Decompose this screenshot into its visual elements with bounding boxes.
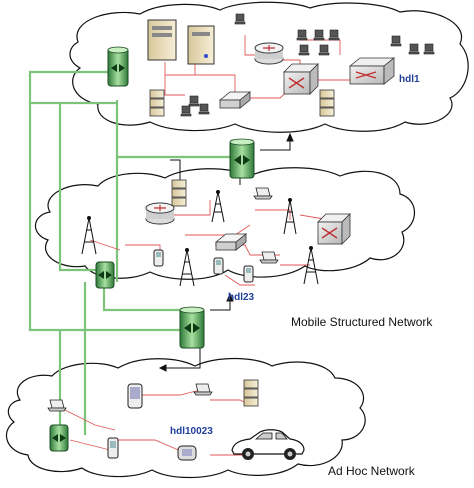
- car-icon: [231, 429, 305, 460]
- radio-tower-icon: [211, 190, 225, 223]
- phone-icon: [243, 265, 254, 283]
- workstation-icon: [198, 103, 210, 115]
- workstation-icon: [296, 29, 308, 41]
- pda-icon: [127, 383, 143, 409]
- radio-tower-icon: [283, 198, 297, 235]
- switch-icon: [317, 213, 351, 245]
- workstation-icon: [313, 29, 325, 41]
- cloud-middle: [34, 167, 416, 280]
- server-stack-icon: [319, 89, 335, 117]
- workstation-icon: [234, 13, 246, 25]
- router-icon: [254, 42, 284, 65]
- green-router-icon: [107, 46, 129, 87]
- workstation-icon: [298, 44, 310, 56]
- laptop-icon: [47, 399, 67, 412]
- node-label-hdl1: hdl1: [399, 74, 420, 85]
- node-label-hdl10023: hdl10023: [170, 426, 213, 437]
- green-router-icon: [95, 261, 115, 289]
- label-ad-hoc-network: Ad Hoc Network: [328, 464, 416, 478]
- workstation-icon: [423, 43, 435, 55]
- workstation-icon: [188, 95, 200, 107]
- red-links: [64, 35, 371, 456]
- node-label-hdl23: hdl23: [228, 292, 255, 303]
- green-router-icon: [49, 424, 69, 452]
- laptop-icon: [193, 383, 213, 396]
- server-stack-icon: [243, 379, 259, 407]
- workstation-icon: [328, 29, 340, 41]
- laptop-icon: [259, 251, 279, 264]
- server-tower-icon: [147, 19, 177, 61]
- phone-icon: [107, 437, 119, 459]
- server-stack-icon: [171, 179, 187, 207]
- hub-icon: [214, 233, 248, 251]
- phone-icon: [213, 257, 224, 275]
- workstation-icon: [318, 44, 330, 56]
- green-router-icon: [179, 306, 205, 349]
- laptop-icon: [253, 187, 273, 200]
- workstation-icon: [180, 105, 192, 117]
- radio-tower-icon: [303, 246, 319, 285]
- cloud-top: [69, 1, 469, 133]
- radio-tower-icon: [179, 248, 195, 287]
- server-stack-icon: [149, 89, 165, 117]
- switch-icon: [283, 63, 319, 95]
- phone-icon: [153, 249, 164, 267]
- server-tower-icon: [187, 25, 215, 65]
- workstation-icon: [408, 43, 420, 55]
- switch-icon: [348, 57, 396, 85]
- label-mobile-structured-network: Mobile Structured Network: [291, 315, 433, 329]
- black-connectors: [158, 132, 294, 372]
- green-router-icon: [229, 138, 255, 179]
- router-icon: [145, 202, 175, 225]
- radio-tower-icon: [81, 216, 97, 255]
- flip-phone-icon: [177, 445, 197, 461]
- workstation-icon: [390, 35, 402, 47]
- hub-icon: [218, 91, 252, 109]
